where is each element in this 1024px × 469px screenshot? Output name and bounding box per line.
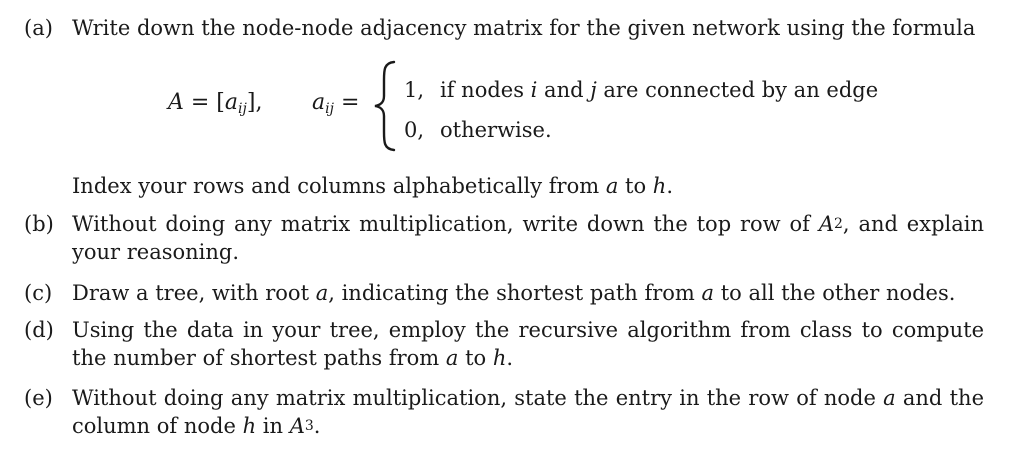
item-text-d: Using the data in your tree, employ the … [72,318,984,370]
case-otherwise: 0,otherwise. [404,118,552,142]
left-brace-icon [374,60,396,152]
item-text-e: Without doing any matrix multiplication,… [72,386,984,438]
item-label-a: (a) [24,16,53,40]
entry-definition: aij = [312,90,360,117]
item-label-c: (c) [24,281,53,305]
item-label-e: (e) [24,386,53,410]
item-text-a: Write down the node-node adjacency matri… [72,16,976,40]
adjacency-formula: A = [aij], aij = 1,if nodes i and j are … [0,0,1024,152]
matrix-definition: A = [aij], [168,90,263,117]
item-label-d: (d) [24,318,54,342]
index-instruction: Index your rows and columns alphabetical… [72,174,673,198]
item-text-b: Without doing any matrix multiplication,… [72,212,984,264]
case-connected: 1,if nodes i and j are connected by an e… [404,78,879,102]
item-label-b: (b) [24,212,54,236]
item-text-c: Draw a tree, with root a, indicating the… [72,281,956,305]
